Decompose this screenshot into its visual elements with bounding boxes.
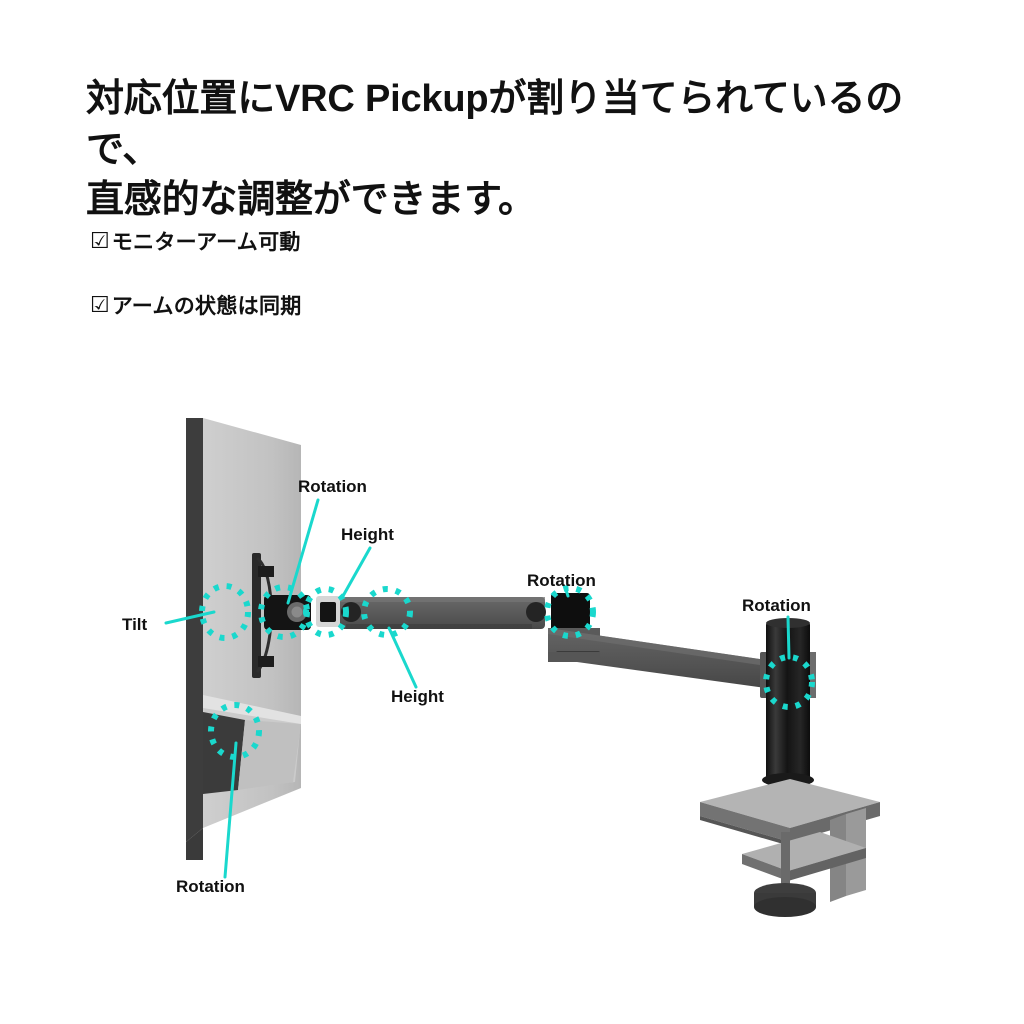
callout-label: Rotation: [742, 596, 811, 615]
vesa-screw-bottom: [258, 656, 274, 667]
forearm-far-pivot: [526, 602, 546, 622]
vesa-screw-top: [258, 566, 274, 577]
callout-height-near: Height: [303, 525, 394, 638]
monitor-head-joint: [264, 595, 311, 630]
height-block-inner: [320, 602, 336, 622]
arm-upperarm-segment: [548, 628, 780, 690]
upperarm-elbow-fill: [548, 652, 600, 662]
page-title: 対応位置にVRC Pickupが割り当てられているので、 直感的な調整ができます…: [86, 78, 904, 222]
callout-leader-line: [164, 610, 216, 625]
callout-leader-line: [786, 615, 791, 660]
list-item: ☑ モニターアーム可動: [90, 224, 690, 258]
head-pivot-center: [291, 606, 303, 618]
callout-label: Rotation: [176, 877, 245, 896]
clamp-lower-jaw-front: [742, 854, 788, 881]
forearm-top-highlight: [340, 597, 545, 602]
clamp-screw-shaft: [781, 832, 790, 890]
upperarm-body: [548, 628, 780, 690]
forearm-near-pivot: [341, 602, 361, 622]
clamp-knob-bottom: [754, 897, 816, 917]
callout-label: Rotation: [527, 571, 596, 590]
callout-highlight-ring: [763, 654, 815, 710]
callout-layer: TiltRotationHeightHeightRotationRotation…: [122, 477, 815, 896]
desk-clamp: [700, 779, 880, 917]
callout-tilt: Tilt: [122, 583, 251, 641]
vesa-plate-rail: [252, 553, 261, 678]
list-item-label: モニターアーム可動: [111, 231, 301, 254]
callout-label: Tilt: [122, 615, 148, 634]
list-item-label: アームの状態は同期: [111, 295, 302, 318]
monitor-side-edge: [186, 418, 203, 842]
callout-highlight-ring: [303, 586, 349, 638]
monitor-stand-neck-shadow: [203, 712, 245, 794]
forearm-body: [340, 597, 545, 629]
collar-side-highlight: [808, 652, 816, 698]
callout-label: Rotation: [298, 477, 367, 496]
callout-rotation-elbow: Rotation: [527, 571, 596, 639]
feature-bullet-list: ☑ モニターアーム可動 ☑ アームの状態は同期: [90, 224, 690, 352]
monitor-bottom-edge: [186, 828, 203, 860]
callout-label: Height: [391, 687, 444, 706]
height-adjust-block: [316, 596, 340, 627]
callout-rotation-pole: Rotation: [742, 596, 815, 710]
checked-checkbox-icon: ☑: [90, 228, 110, 253]
clamp-lower-jaw-side: [788, 848, 866, 881]
callout-leader-line: [387, 626, 418, 689]
clamp-plate-front-left: [700, 802, 790, 842]
callout-highlight-ring: [544, 585, 596, 639]
callout-label: Height: [341, 525, 394, 544]
callout-highlight-ring: [199, 583, 251, 641]
callout-highlight-ring: [361, 586, 413, 638]
callout-leader-line: [223, 741, 238, 879]
monitor-body: [186, 418, 301, 860]
elbow-face-block: [551, 593, 590, 631]
callout-highlight-ring: [208, 702, 262, 760]
pole-body: [766, 622, 810, 780]
checked-checkbox-icon: ☑: [90, 292, 110, 317]
callout-rotation-monitor: Rotation: [176, 702, 262, 896]
clamp-top-plate: [700, 779, 880, 828]
clamp-plate-underside: [700, 816, 790, 846]
callout-height-arm: Height: [361, 586, 444, 706]
arm-forearm-segment: [340, 597, 546, 629]
monitor-lower-shroud-light: [238, 720, 301, 790]
forearm-bottom-shadow: [346, 624, 532, 629]
clamp-lower-jaw: [742, 832, 866, 871]
callout-leader-line: [341, 546, 372, 598]
upperarm-top-highlight: [548, 628, 780, 668]
list-item: ☑ アームの状態は同期: [90, 288, 690, 322]
